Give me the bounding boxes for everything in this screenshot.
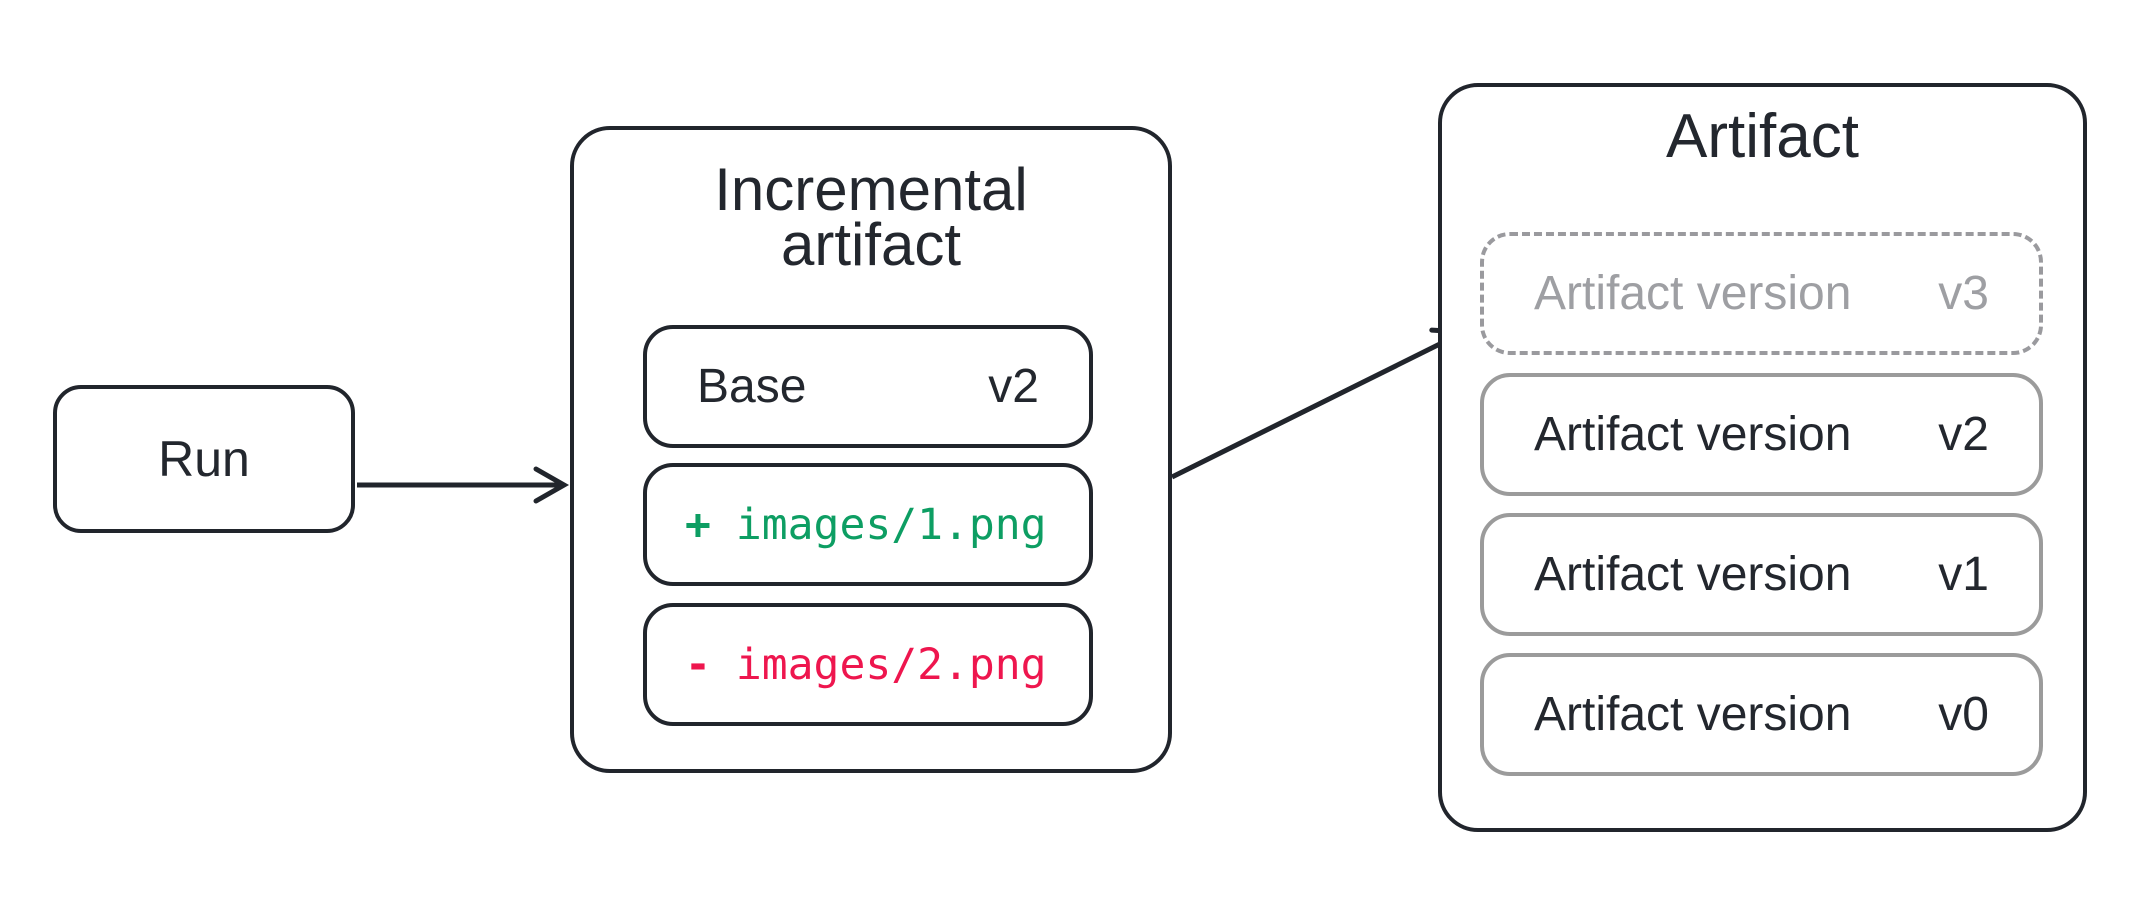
removed-file-path: images/2.png: [735, 639, 1047, 690]
added-file-path: images/1.png: [735, 499, 1047, 550]
minus-sign-icon: -: [685, 639, 711, 690]
artifact-version-number: v1: [1938, 548, 1989, 601]
base-version-row: Base v2: [643, 325, 1093, 448]
run-node: Run: [53, 385, 355, 533]
run-label: Run: [158, 431, 250, 487]
artifact-version-row: Artifact version v1: [1480, 513, 2043, 636]
incremental-title-line2: artifact: [780, 211, 962, 278]
artifact-version-label: Artifact version: [1534, 548, 1852, 601]
plus-sign-icon: +: [685, 499, 711, 550]
artifact-title: Artifact: [1666, 102, 1859, 171]
artifact-version-number: v3: [1938, 267, 1989, 320]
artifact-version-label: Artifact version: [1534, 688, 1852, 741]
incremental-to-artifact-arrow: [1170, 327, 1469, 480]
artifact-version-row-pending: Artifact version v3: [1480, 232, 2043, 355]
artifact-version-number: v0: [1938, 688, 1989, 741]
base-label: Base: [697, 360, 807, 413]
incremental-title-line1: Incremental: [714, 156, 1028, 223]
added-file-row: + images/1.png: [643, 463, 1093, 586]
incremental-artifact-title: Incremental artifact: [570, 160, 1172, 275]
artifact-version-label: Artifact version: [1534, 408, 1852, 461]
artifact-version-row: Artifact version v2: [1480, 373, 2043, 496]
artifact-version-label: Artifact version: [1534, 267, 1852, 320]
artifact-version-row: Artifact version v0: [1480, 653, 2043, 776]
base-version-number: v2: [988, 360, 1039, 413]
removed-file-row: - images/2.png: [643, 603, 1093, 726]
artifact-version-number: v2: [1938, 408, 1989, 461]
